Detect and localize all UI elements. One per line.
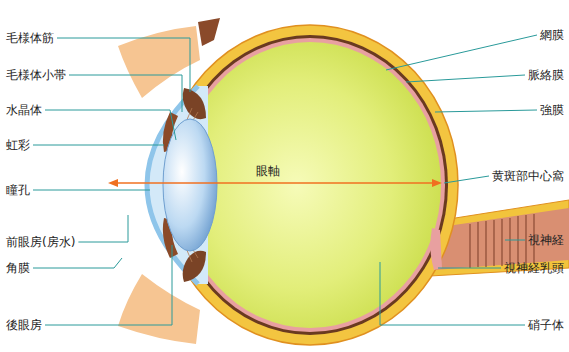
part-label: 網膜 — [540, 28, 564, 42]
leader-line — [78, 215, 128, 242]
leader-line — [386, 35, 537, 70]
leader-line — [380, 262, 525, 325]
leader-line — [444, 176, 489, 183]
leader-line — [438, 268, 501, 269]
leader-line — [435, 110, 537, 112]
leader-line — [45, 110, 176, 140]
part-label: 虹彩 — [6, 138, 30, 152]
part-label: 視神経 — [528, 233, 564, 247]
leader-line — [33, 145, 164, 146]
axis-label: 眼軸 — [256, 164, 280, 178]
part-label: 硝子体 — [528, 318, 564, 332]
part-label: 視神経乳頭 — [504, 261, 564, 275]
leader-line — [33, 190, 150, 191]
leader-line — [57, 38, 190, 92]
leader-line — [505, 240, 525, 241]
leader-line — [45, 245, 172, 325]
part-label: 強膜 — [540, 103, 564, 117]
leader-line — [69, 75, 182, 112]
part-label: 水晶体 — [6, 103, 42, 117]
part-label: 黄斑部中心窩 — [492, 169, 564, 183]
leader-line — [406, 75, 525, 82]
part-label: 脈絡膜 — [528, 68, 564, 82]
part-label: 瞳孔 — [6, 183, 30, 197]
part-label: 前眼房(房水) — [6, 235, 75, 249]
part-label: 毛様体筋 — [6, 31, 54, 45]
leader-line — [33, 258, 122, 268]
part-label: 毛様体小帯 — [6, 68, 66, 82]
part-label: 後眼房 — [6, 318, 42, 332]
part-label: 角膜 — [6, 261, 30, 275]
